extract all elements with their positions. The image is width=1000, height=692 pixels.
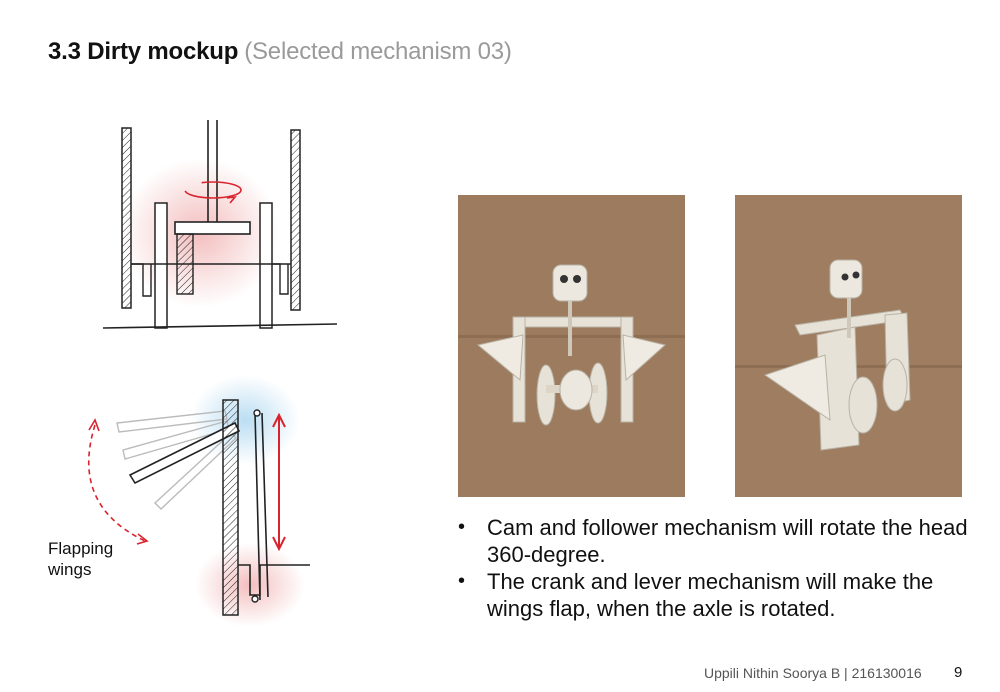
mockup-photo-angled: [735, 195, 962, 497]
cam-follower-sketch: [102, 120, 338, 329]
mockup-photo-front: [458, 195, 685, 497]
list-item: The crank and lever mechanism will make …: [458, 568, 978, 622]
list-item: Cam and follower mechanism will rotate t…: [458, 514, 978, 568]
crank-lever-sketch: [87, 375, 310, 627]
description-list: Cam and follower mechanism will rotate t…: [458, 514, 978, 622]
flapping-wings-label: Flapping wings: [48, 539, 114, 579]
footer-author: Uppili Nithin Soorya B | 216130016: [704, 665, 922, 681]
page-subtitle: (Selected mechanism 03): [244, 38, 512, 65]
page-title-main: 3.3 Dirty mockup: [48, 38, 239, 65]
page-number: 9: [954, 664, 963, 681]
page-title: 3.3 Dirty mockup(Selected mechanism 03): [48, 38, 512, 66]
